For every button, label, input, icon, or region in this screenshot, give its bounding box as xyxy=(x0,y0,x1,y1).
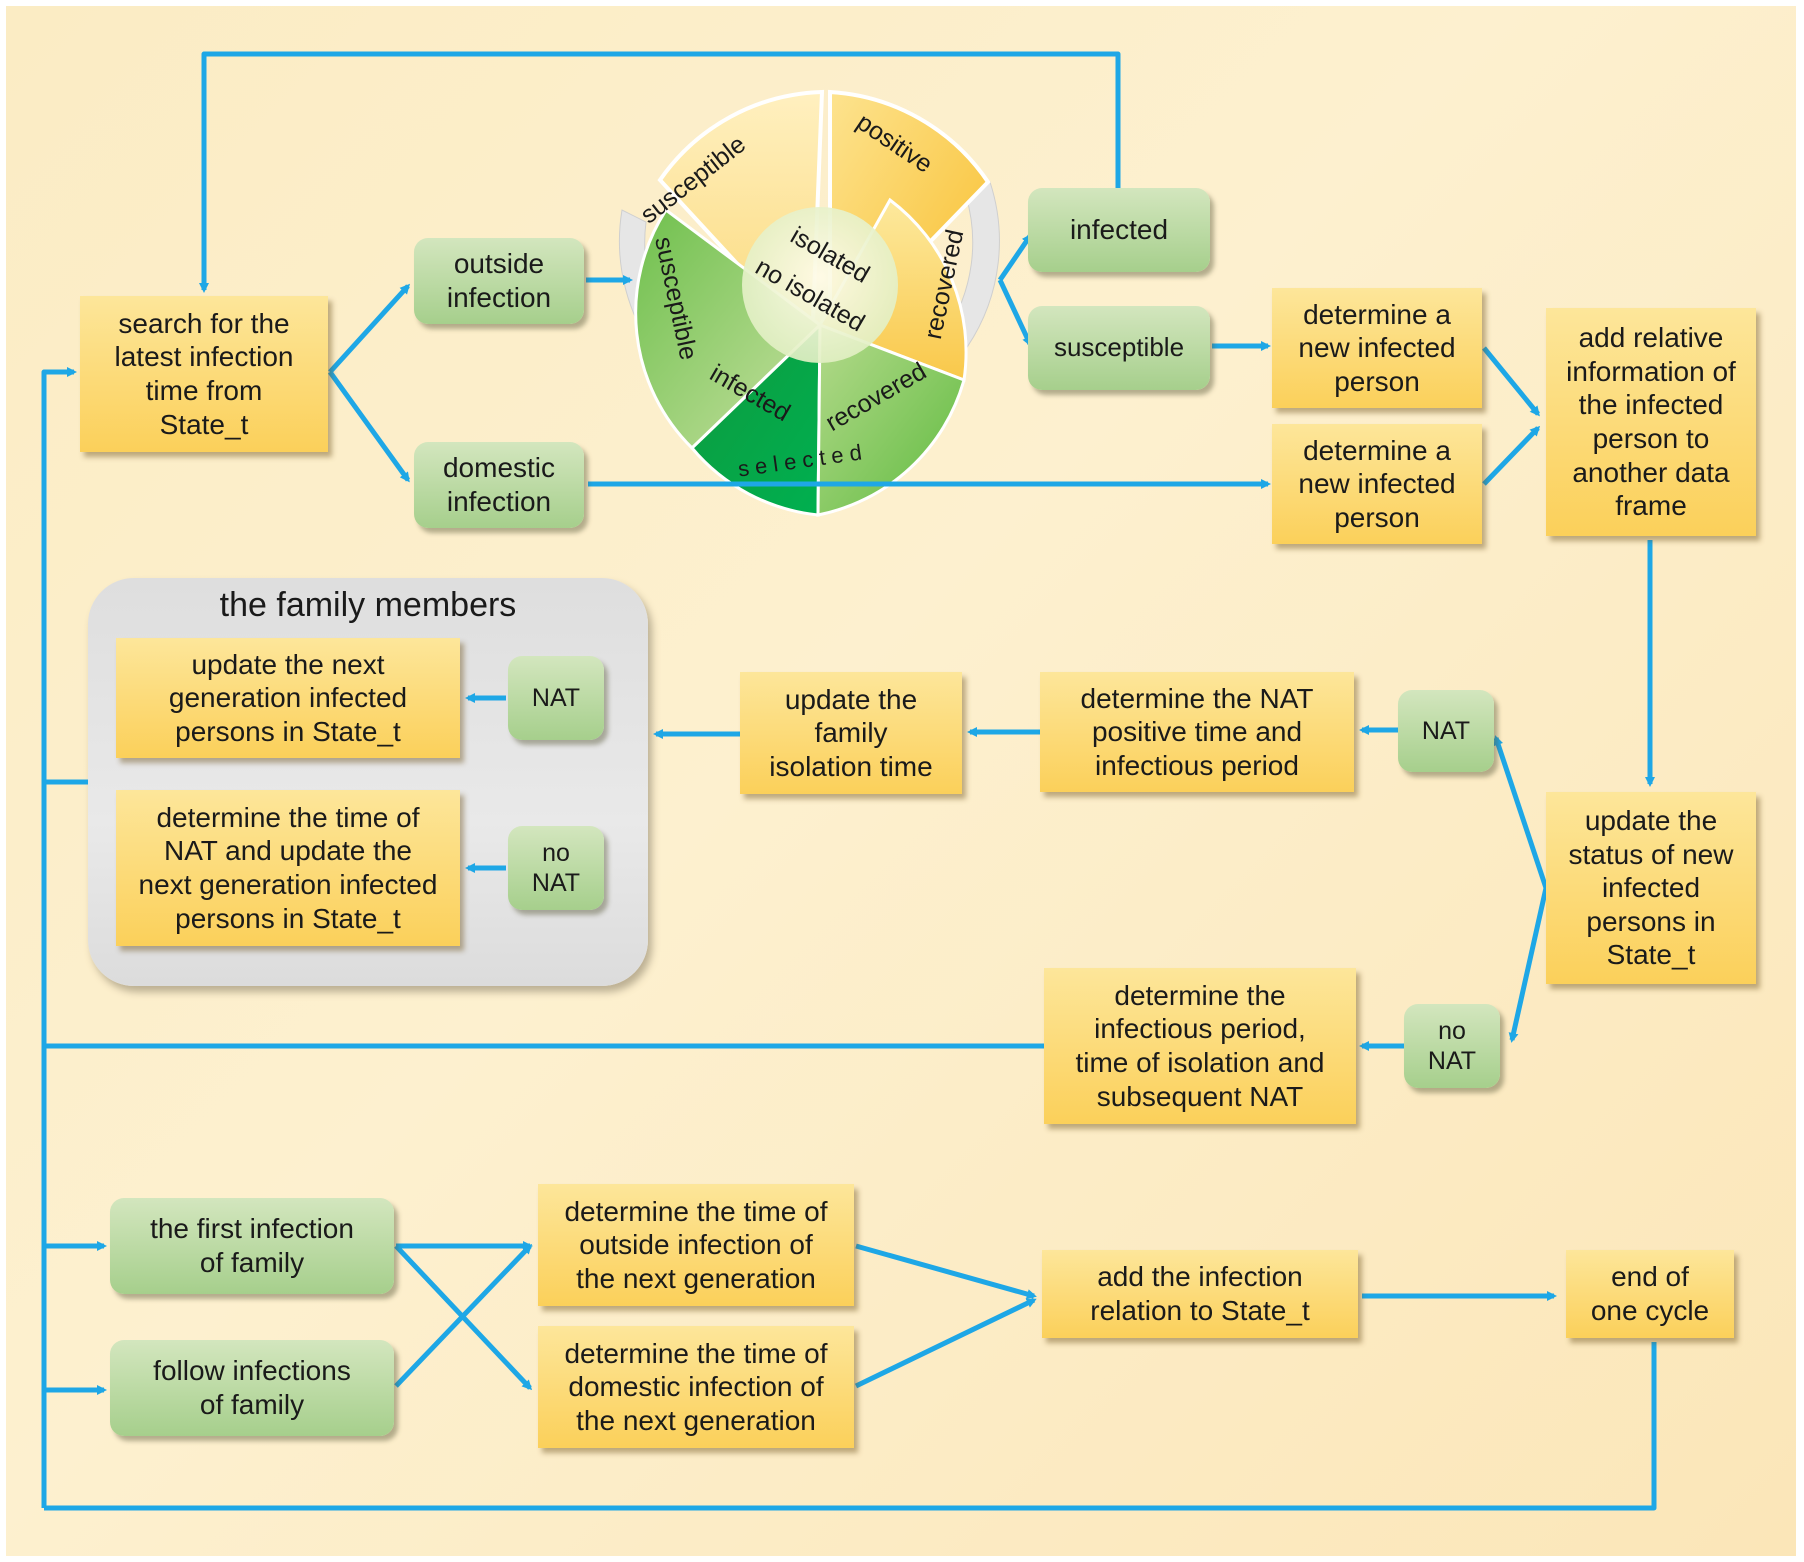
wheel-segment-recovered-bottom xyxy=(816,322,966,517)
end-of-one-cycle-box: end of one cycle xyxy=(1566,1250,1734,1338)
arrow-infected-to-search xyxy=(199,51,1121,293)
left-bus-line xyxy=(41,367,77,1508)
arrow-status-to-nat xyxy=(1493,735,1549,889)
arrow-search-to-outside xyxy=(328,283,411,374)
determine-new-infected-box-1: determine a new infected person xyxy=(1272,288,1482,408)
determine-domestic-next-generation-box: determine the time of domestic infection… xyxy=(538,1326,854,1448)
add-infection-relation-box: add the infection relation to State_t xyxy=(1042,1250,1358,1338)
domestic-infection-box: domestic infection xyxy=(414,442,584,528)
wheel-segment-infected xyxy=(689,321,822,517)
susceptible-box: susceptible xyxy=(1028,306,1210,390)
update-status-box: update the status of new infected person… xyxy=(1546,792,1756,984)
no-nat-box-family: no NAT xyxy=(508,826,604,910)
arrow-follow-to-outside-next xyxy=(394,1243,533,1388)
infected-box: infected xyxy=(1028,188,1210,272)
nat-box-family: NAT xyxy=(508,656,604,740)
arrow-search-to-domestic xyxy=(327,370,411,483)
first-infection-of-family-box: the first infection of family xyxy=(110,1198,394,1294)
update-next-generation-box: update the next generation infected pers… xyxy=(116,638,460,758)
nat-box-right: NAT xyxy=(1398,690,1494,772)
arrow-determine1-to-add xyxy=(1482,346,1540,417)
determine-nat-positive-box: determine the NAT positive time and infe… xyxy=(1040,672,1354,792)
family-members-title: the family members xyxy=(219,586,517,624)
arrow-status-to-no-nat xyxy=(1508,887,1549,1043)
arrow-end-to-left-bus xyxy=(44,1342,1657,1511)
add-relative-information-box: add relative information of the infected… xyxy=(1546,308,1756,536)
wheel-segment-susceptible xyxy=(634,207,823,451)
determine-outside-next-generation-box: determine the time of outside infection … xyxy=(538,1184,854,1306)
arrow-determine2-to-add xyxy=(1482,425,1541,486)
follow-infections-of-family-box: follow infections of family xyxy=(110,1340,394,1436)
determine-time-of-nat-box: determine the time of NAT and update the… xyxy=(116,790,460,946)
determine-infectious-isolation-box: determine the infectious period, time of… xyxy=(1044,968,1356,1124)
update-family-isolation-box: update the family isolation time xyxy=(740,672,962,794)
arrow-wheel-to-infected xyxy=(997,233,1033,282)
arrow-wheel-to-susceptible xyxy=(997,278,1033,347)
arrow-domestic-next-to-relation xyxy=(854,1297,1037,1389)
outside-infection-box: outside infection xyxy=(414,238,584,324)
no-nat-box-right: no NAT xyxy=(1404,1004,1500,1088)
determine-new-infected-box-2: determine a new infected person xyxy=(1272,424,1482,544)
wheel-center xyxy=(742,207,898,363)
arrow-outside-next-to-relation xyxy=(855,1243,1037,1299)
search-latest-infection-box: search for the latest infection time fro… xyxy=(80,296,328,452)
